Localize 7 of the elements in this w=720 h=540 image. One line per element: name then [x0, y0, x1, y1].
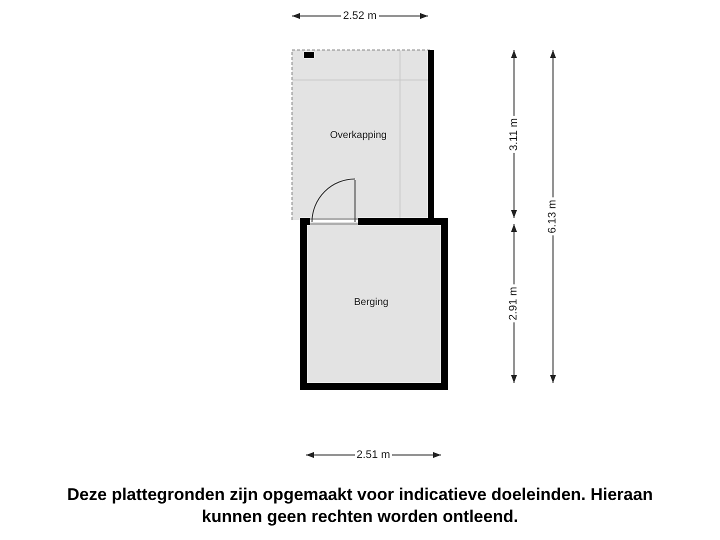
caption: Deze plattegronden zijn opgemaakt voor indicatieve doeleinden. Hieraan kunnen geen rechten worden ontleend.: [66, 484, 654, 528]
dimension-label: 3.11 m: [507, 116, 520, 152]
dimension-label: 2.52 m: [341, 10, 379, 22]
room-floor: [292, 50, 430, 220]
room-label: Berging: [354, 297, 388, 308]
room-label: Overkapping: [330, 130, 387, 141]
dimension-label: 2.51 m: [354, 448, 392, 462]
